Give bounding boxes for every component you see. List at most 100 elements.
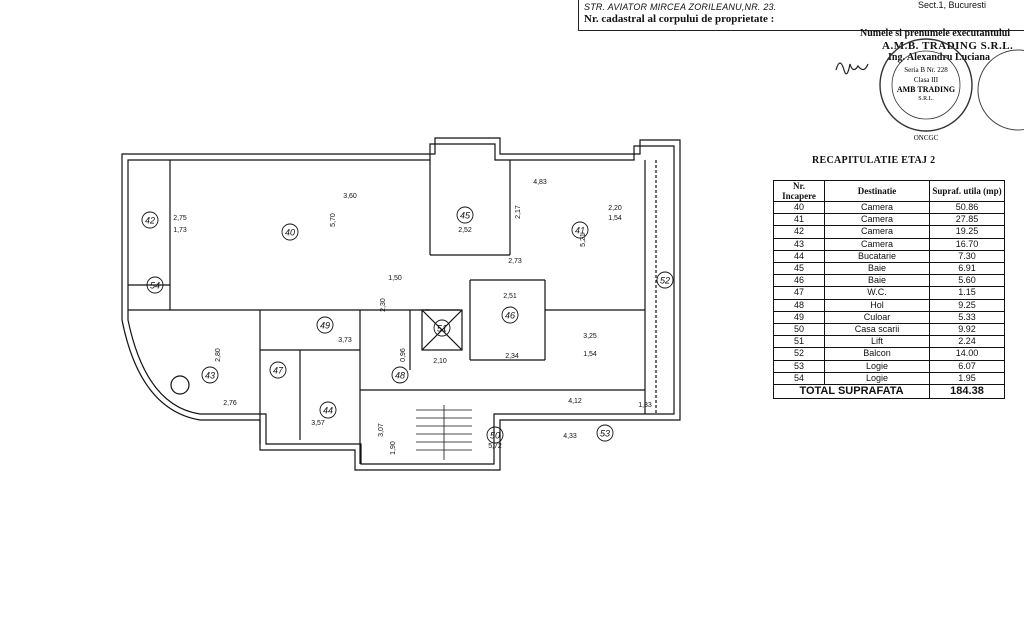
svg-text:40: 40: [285, 228, 295, 238]
cell-suprafata: 19.25: [929, 225, 1005, 239]
dimension-text: 1,73: [173, 227, 187, 234]
cell-suprafata: 50.86: [929, 200, 1005, 215]
total-row: TOTAL SUPRAFATA 184.38: [773, 384, 1005, 400]
cell-destinatie: Camera: [824, 213, 930, 227]
dimension-text: 1,54: [583, 351, 597, 358]
cell-destinatie: Logie: [824, 371, 930, 386]
header-box: [578, 0, 1024, 31]
room-label-46: 46: [501, 306, 519, 324]
dimension-text: 1,33: [638, 402, 652, 409]
cell-nr: 54: [773, 371, 825, 386]
dimension-text: 5,72: [488, 443, 502, 450]
cell-nr: 46: [773, 274, 825, 288]
dimension-text: 2,52: [458, 227, 472, 234]
svg-text:S.R.L.: S.R.L.: [918, 96, 934, 102]
dimension-text: 2,76: [223, 400, 237, 407]
dimension-text: 4,12: [568, 398, 582, 405]
cell-suprafata: 14.00: [929, 347, 1005, 361]
dimension-text: 2,75: [173, 215, 187, 222]
room-label-44: 44: [319, 401, 337, 419]
svg-text:53: 53: [600, 429, 610, 439]
room-label-42: 42: [141, 211, 159, 229]
cell-nr: 51: [773, 335, 825, 349]
cell-destinatie: Camera: [824, 200, 930, 215]
cell-destinatie: Camera: [824, 237, 930, 251]
cell-destinatie: Casa scarii: [824, 323, 930, 337]
room-label-53: 53: [596, 424, 614, 442]
dimension-text: 2,73: [508, 258, 522, 265]
svg-text:54: 54: [150, 281, 160, 291]
plan-walls: [121, 137, 681, 471]
dimension-text: 2,34: [505, 353, 519, 360]
cell-nr: 42: [773, 225, 825, 239]
svg-text:49: 49: [320, 321, 330, 331]
cell-destinatie: W.C.: [824, 286, 930, 300]
svg-text:50: 50: [490, 431, 500, 441]
address-text: STR. AVIATOR MIRCEA ZORILEANU,NR. 23.: [584, 2, 777, 12]
dimension-text: 0,96: [400, 348, 407, 362]
svg-text:45: 45: [460, 211, 471, 221]
room-label-48: 48: [391, 366, 409, 384]
official-stamp: Seria B Nr. 228 Clasa III AMB TRADING S.…: [835, 38, 1024, 142]
dimension-text: 2,30: [380, 298, 387, 312]
col-nr: Nr. Incapere: [773, 180, 825, 202]
svg-text:AMB TRADING: AMB TRADING: [897, 85, 955, 94]
dimension-text: 3,57: [311, 420, 325, 427]
svg-text:46: 46: [505, 311, 515, 321]
svg-text:43: 43: [205, 371, 215, 381]
dimension-text: 2,20: [608, 205, 622, 212]
dimension-text: 3,73: [338, 337, 352, 344]
cell-nr: 47: [773, 286, 825, 300]
dimension-text: 2,80: [215, 348, 222, 362]
room-label-51: 51: [433, 319, 451, 337]
cell-destinatie: Balcon: [824, 347, 930, 361]
cell-suprafata: 5.33: [929, 310, 1005, 325]
dimension-text: 1,50: [388, 275, 402, 282]
svg-text:47: 47: [273, 366, 284, 376]
cell-nr: 50: [773, 323, 825, 337]
room-label-43: 43: [201, 366, 219, 384]
svg-text:ONCGC: ONCGC: [914, 134, 939, 142]
cell-destinatie: Baie: [824, 274, 930, 288]
cell-suprafata: 9.25: [929, 298, 1005, 312]
svg-text:44: 44: [323, 406, 333, 416]
cell-suprafata: 6.07: [929, 359, 1005, 373]
room-label-50: 50: [486, 426, 504, 444]
cell-destinatie: Baie: [824, 262, 930, 276]
executant-label: Numele si prenumele executantului: [860, 28, 1011, 39]
dimension-text: 5,21: [580, 233, 587, 247]
room-label-52: 52: [656, 271, 674, 289]
room-label-47: 47: [269, 361, 287, 379]
cell-destinatie: Bucatarie: [824, 249, 930, 264]
cell-suprafata: 1.95: [929, 371, 1005, 386]
svg-text:52: 52: [660, 276, 670, 286]
dimension-text: 4,83: [533, 179, 547, 186]
cell-suprafata: 6.91: [929, 262, 1005, 276]
cell-suprafata: 5.60: [929, 274, 1005, 288]
sector-text: Sect.1, Bucuresti: [918, 0, 987, 10]
col-destinatie: Destinatie: [824, 180, 930, 202]
dimension-text: 4,33: [563, 433, 577, 440]
col-suprafata: Supraf. utila (mp): [929, 180, 1005, 202]
cell-suprafata: 1.15: [929, 286, 1005, 300]
dimension-text: 2,17: [515, 205, 522, 219]
cell-suprafata: 27.85: [929, 213, 1005, 227]
cell-destinatie: Camera: [824, 225, 930, 239]
cell-destinatie: Logie: [824, 359, 930, 373]
cell-nr: 53: [773, 359, 825, 373]
svg-text:42: 42: [145, 216, 155, 226]
cell-destinatie: Culoar: [824, 310, 930, 325]
dimension-text: 2,10: [433, 358, 447, 365]
svg-text:Seria B Nr. 228: Seria B Nr. 228: [904, 66, 948, 74]
recap-title: RECAPITULATIE ETAJ 2: [812, 155, 936, 166]
